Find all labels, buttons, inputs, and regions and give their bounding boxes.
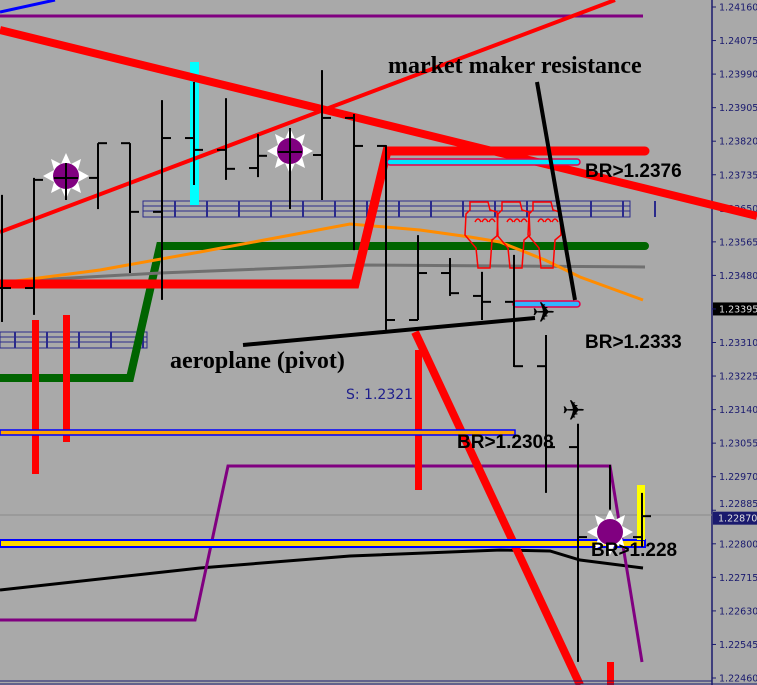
red-signal-bar [607, 662, 614, 685]
price-axis: 1.24160 1.24075 1.23990 1.23905 1.23820 1.237… [712, 3, 757, 685]
ohlc-bar [0, 194, 11, 322]
y-tick-label: 1.23905 [719, 103, 757, 114]
market-maker-label: market maker resistance [388, 53, 642, 79]
black-moving-average [0, 548, 644, 592]
y-tick-label: 1.23225 [719, 372, 757, 383]
y-tick-label: 1.22630 [719, 606, 757, 617]
ohlc-bar [345, 113, 363, 251]
gray-indicator-line [0, 263, 646, 284]
br-label-1-2376: BR>1.2376 [585, 161, 682, 182]
purple-channel-line [0, 464, 644, 663]
sun-marker-crosses [54, 128, 302, 209]
y-tick-label: 1.23990 [719, 70, 757, 81]
ohlc-bar [441, 258, 459, 296]
ohlc-bars [0, 70, 651, 662]
y-tick-label: 1.23395 [719, 304, 757, 315]
red-signal-bar [63, 315, 70, 442]
ohlc-bar [633, 492, 651, 547]
stave-dividers [14, 201, 656, 348]
ohlc-bar [473, 271, 491, 321]
sun-marker-icon [587, 509, 633, 555]
y-tick-label: 1.24160 [719, 3, 757, 14]
y-tick-label: 1.23565 [719, 237, 757, 248]
aeroplane-icon: ✈ [532, 296, 555, 329]
y-tick-label: 1.23820 [719, 137, 757, 148]
price-highlight-box [713, 511, 757, 525]
orange-moving-average [0, 222, 644, 302]
blue-trendline [0, 0, 56, 14]
red-ascending-trendline [0, 0, 616, 234]
y-tick-label: 1.23055 [719, 439, 757, 450]
price-highlight-label: 1.22870 [718, 514, 757, 525]
ohlc-bar [377, 144, 395, 330]
y-tick-label: 1.23140 [719, 405, 757, 416]
aeroplane-pointer-line [242, 316, 536, 347]
red-signal-bar [32, 320, 39, 474]
ohlc-bar [569, 423, 587, 662]
hand-icon [496, 201, 531, 269]
ohlc-bar [25, 177, 43, 315]
market-maker-pointer-line [535, 81, 577, 301]
y-tick-label: 1.22460 [719, 674, 757, 685]
ohlc-bar [505, 254, 523, 368]
y-tick-label: 1.22800 [719, 539, 757, 550]
br-label-1-2333: BR>1.2333 [585, 332, 682, 353]
br-label-1-2308: BR>1.2308 [457, 432, 554, 453]
red-step-line [0, 146, 650, 289]
support-label: S: 1.2321 [346, 387, 413, 403]
y-tick-label: 1.24075 [719, 36, 757, 47]
ohlc-bar [185, 81, 203, 186]
hand-icon-group [464, 201, 562, 269]
y-tick-label: 1.23310 [719, 338, 757, 349]
red-drop-trendline [411, 330, 584, 685]
aeroplane-label: aeroplane (pivot) [170, 348, 345, 374]
hand-icon [464, 201, 499, 269]
ohlc-bar [537, 335, 555, 493]
stave-box-lower [0, 331, 148, 349]
y-tick-label: 1.22545 [719, 640, 757, 651]
aeroplane-icon: ✈ [562, 394, 585, 427]
red-signal-bar [415, 350, 422, 490]
y-tick-label: 1.23480 [719, 271, 757, 282]
red-descending-trendline [0, 26, 757, 220]
ohlc-bar [217, 98, 235, 180]
price-highlights: 1.22870 [713, 302, 757, 525]
y-tick-label: 1.22885 [719, 499, 757, 510]
ohlc-bar [313, 70, 331, 201]
y-tick-label: 1.22715 [719, 573, 757, 584]
y-tick-label: 1.22970 [719, 472, 757, 483]
level-line-1-2308 [0, 429, 516, 436]
ohlc-bar [409, 235, 427, 322]
level-line-1-228 [0, 539, 646, 548]
y-tick-label: 1.23735 [719, 170, 757, 181]
ohlc-bar [249, 134, 267, 178]
price-highlight-box [713, 302, 757, 316]
ohlc-bar [89, 142, 107, 210]
ohlc-bar [153, 100, 171, 300]
ohlc-bar [121, 142, 139, 274]
hand-icon [527, 201, 562, 269]
br-label-1-228: BR>1.228 [591, 540, 677, 561]
